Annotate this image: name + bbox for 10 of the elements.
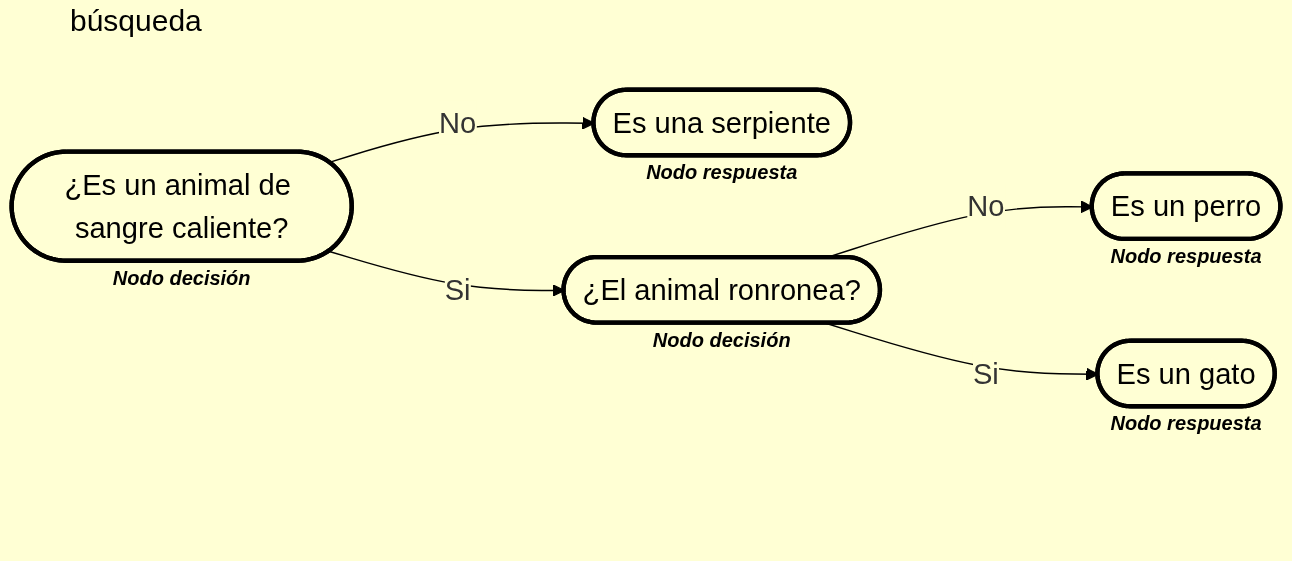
title: búsqueda bbox=[70, 4, 203, 38]
node-caption: Nodo respuesta bbox=[646, 161, 798, 185]
edge-label: Si bbox=[444, 273, 471, 306]
edge-label: No bbox=[439, 106, 477, 139]
node-caption: Nodo decisión bbox=[652, 328, 791, 352]
edge-label: No bbox=[967, 190, 1005, 223]
node-caption: Nodo decisión bbox=[112, 266, 251, 290]
edge-label: Si bbox=[972, 357, 999, 390]
node-caption: Nodo respuesta bbox=[1110, 244, 1262, 268]
node-caption: Nodo respuesta bbox=[1110, 412, 1262, 436]
